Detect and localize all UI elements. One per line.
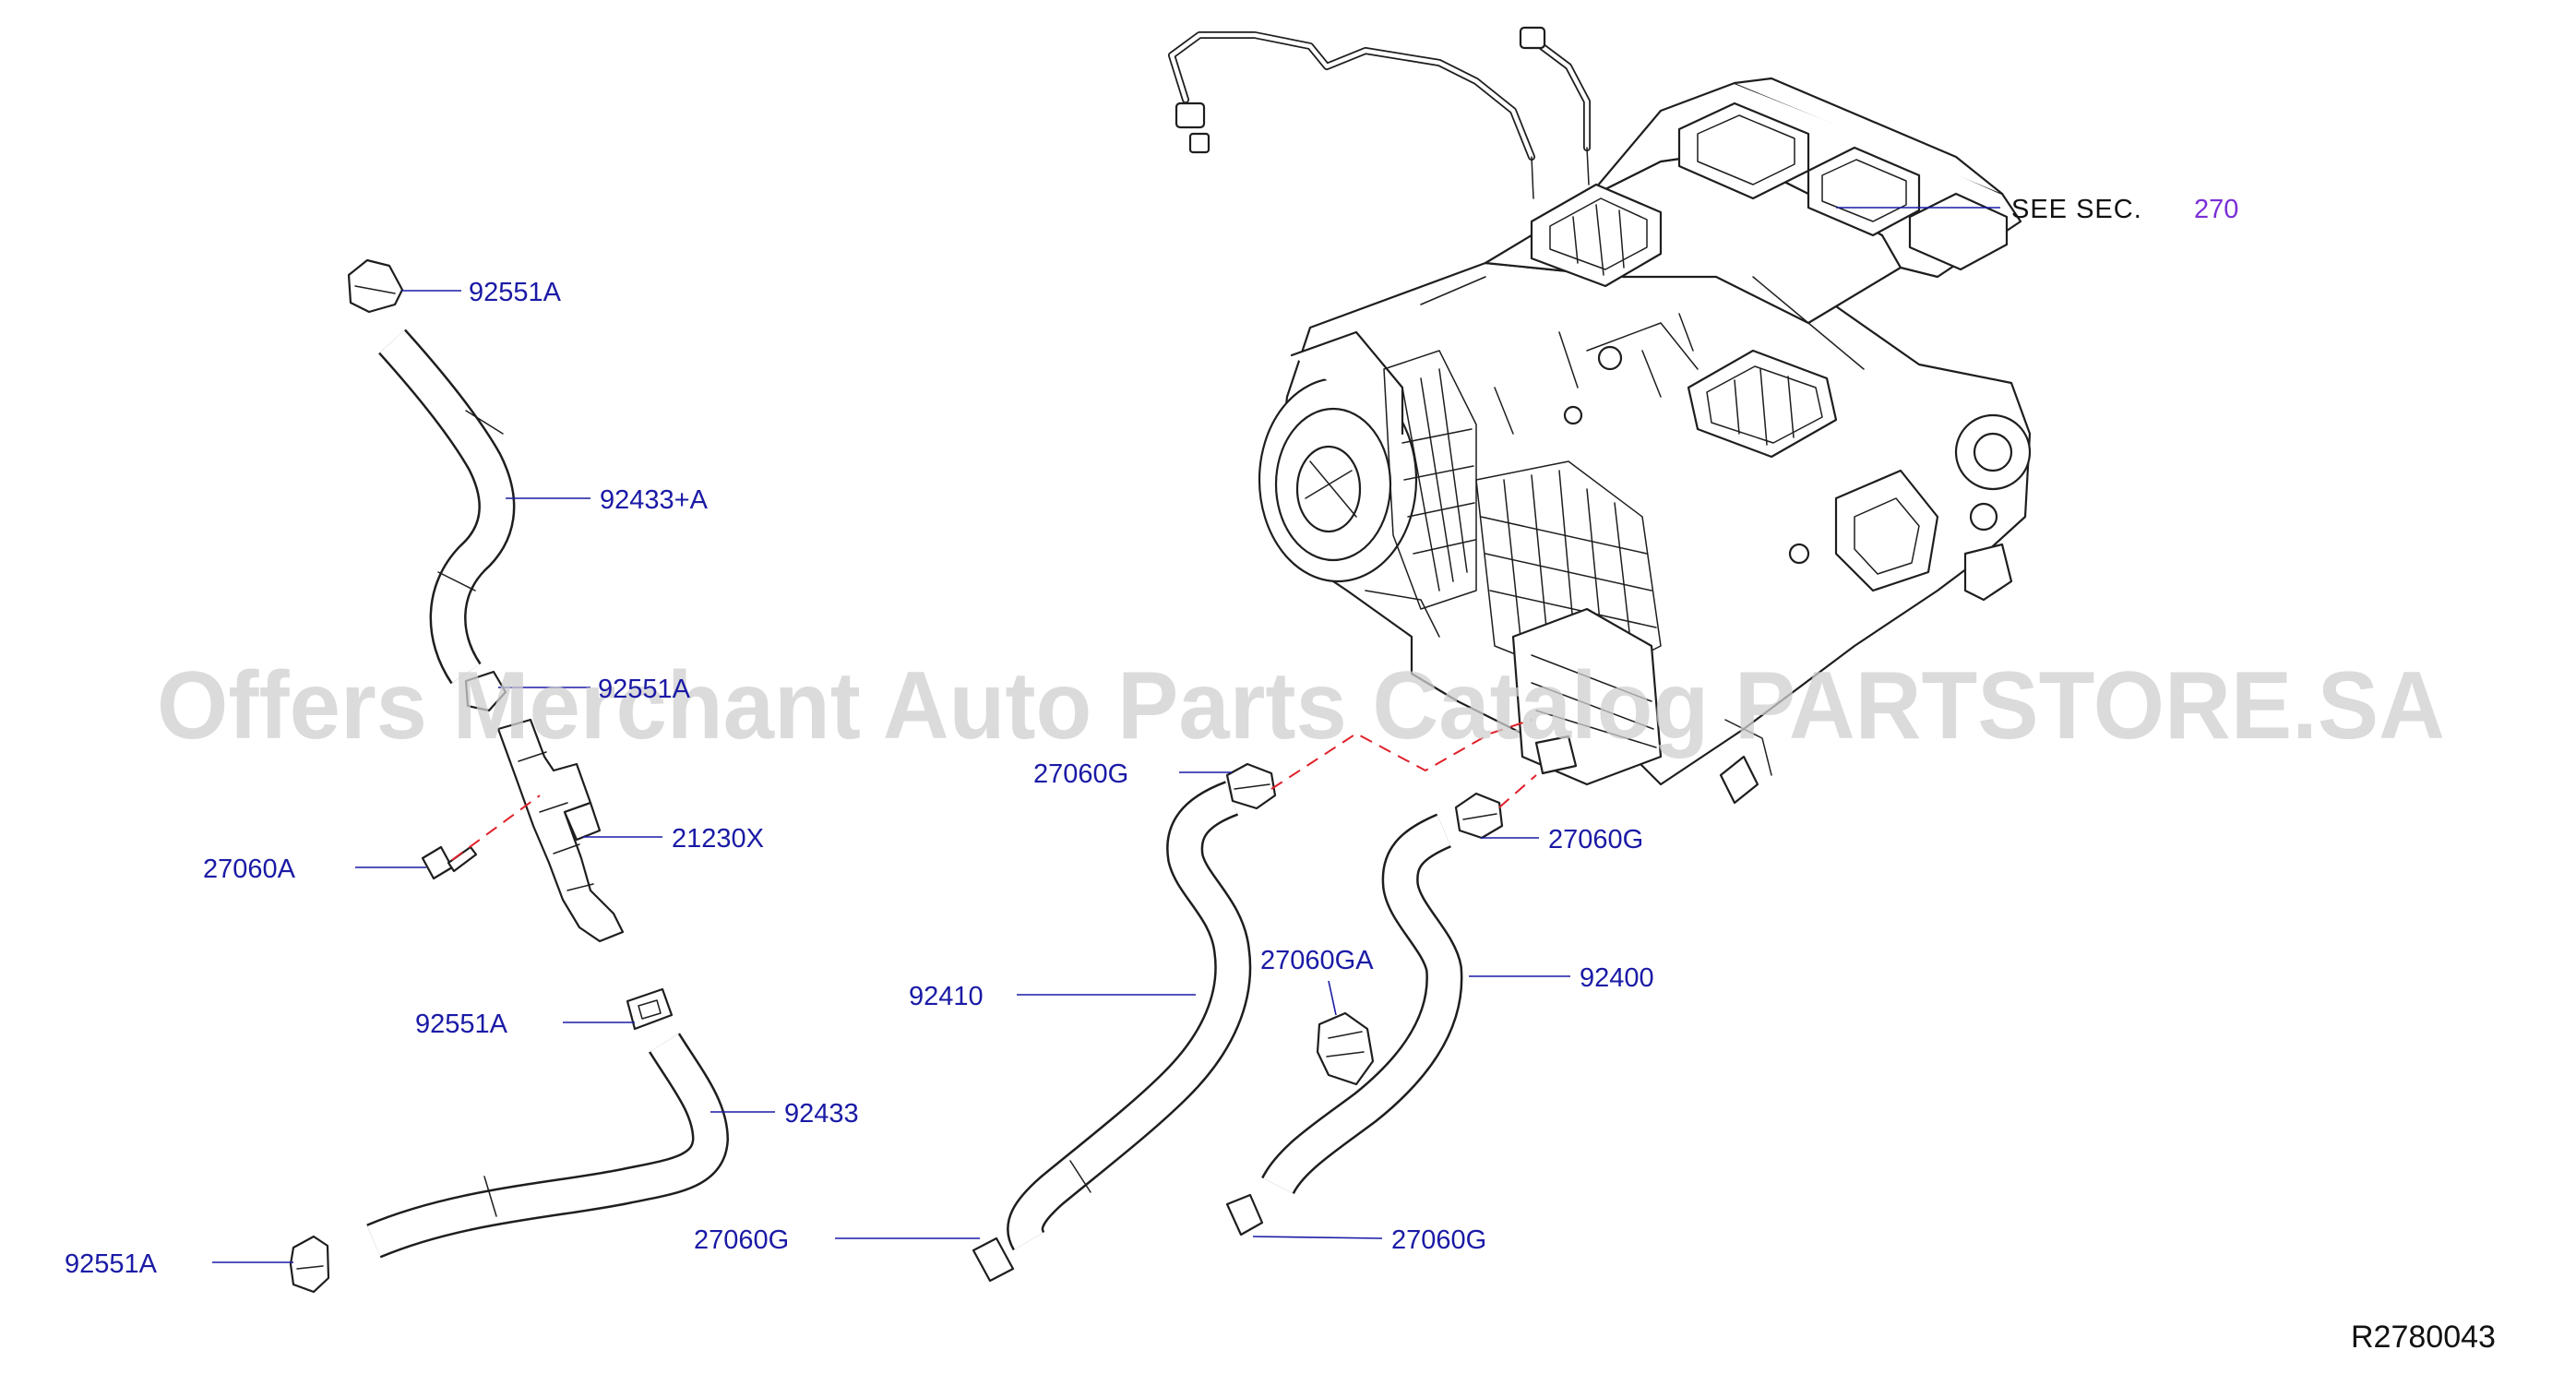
- callout-21230X[interactable]: 21230X: [672, 824, 764, 854]
- callout-27060GA[interactable]: 27060GA: [1260, 946, 1374, 975]
- hose-clamp-92551A-partial: [464, 670, 507, 712]
- leader-lines: [212, 207, 2000, 1263]
- callout-92551A-mid[interactable]: 92551A: [415, 1010, 508, 1039]
- callout-92400[interactable]: 92400: [1580, 963, 1654, 993]
- callout-92433A[interactable]: 92433+A: [600, 485, 709, 515]
- callout-92551A-partial[interactable]: 92551A: [598, 675, 691, 704]
- see-section-text: SEE SEC.: [2011, 195, 2142, 224]
- hose-clip-27060GA: [1316, 1011, 1375, 1086]
- callout-27060G-lower-right[interactable]: 27060G: [1391, 1225, 1486, 1255]
- hose-clamp-92551A-top: [347, 258, 404, 314]
- left-hose-assembly: [289, 258, 729, 1294]
- hose-92433: [366, 1033, 729, 1259]
- callout-27060G-upper-right[interactable]: 27060G: [1548, 825, 1643, 854]
- hose-clamp-27060G-upper-left: [1225, 762, 1277, 810]
- section-270-link[interactable]: 270: [2194, 195, 2238, 224]
- hose-clamp-27060G-lower-right: [1225, 1193, 1264, 1237]
- callout-27060G-lower-left[interactable]: 27060G: [694, 1225, 789, 1255]
- hose-92410: [1007, 781, 1252, 1251]
- watermark-text: Offers Merchant Auto Parts Catalog PARTS…: [157, 652, 2445, 759]
- callout-labels: SEE SEC. 270 92551A 92433+A 92551A 21230…: [65, 195, 2496, 1355]
- hose-clamp-92551A-bottom: [289, 1235, 330, 1294]
- blower-motor: [1258, 330, 1418, 583]
- callout-92551A-top[interactable]: 92551A: [469, 278, 562, 307]
- wiring-harness: [1168, 26, 1591, 199]
- hose-clamp-92551A-mid: [626, 987, 674, 1031]
- heater-unit-assembly: [1168, 26, 2032, 805]
- hose-92433A: [378, 329, 516, 685]
- hose-92400: [1261, 813, 1463, 1195]
- callout-92551A-bottom[interactable]: 92551A: [65, 1249, 158, 1279]
- unit-housing: [1276, 261, 2032, 786]
- water-valve-21230X: [496, 718, 625, 943]
- housing-ribs: [1383, 350, 1662, 684]
- callout-27060G-upper-left[interactable]: 27060G: [1033, 759, 1128, 789]
- callout-27060A[interactable]: 27060A: [203, 854, 296, 884]
- hose-clamp-27060G-lower-left: [972, 1237, 1015, 1283]
- callout-92410[interactable]: 92410: [909, 982, 984, 1011]
- hose-clamp-27060G-upper-right: [1454, 792, 1504, 840]
- heater-core-pipes: [1511, 607, 1772, 805]
- diagram-reference-number: R2780043: [2351, 1320, 2496, 1355]
- bolt-27060A: [421, 845, 478, 880]
- duct-outlets: [1530, 102, 2009, 459]
- connection-lines: [451, 719, 1537, 861]
- mode-actuators: [1834, 413, 2032, 602]
- callout-92433[interactable]: 92433: [784, 1099, 859, 1129]
